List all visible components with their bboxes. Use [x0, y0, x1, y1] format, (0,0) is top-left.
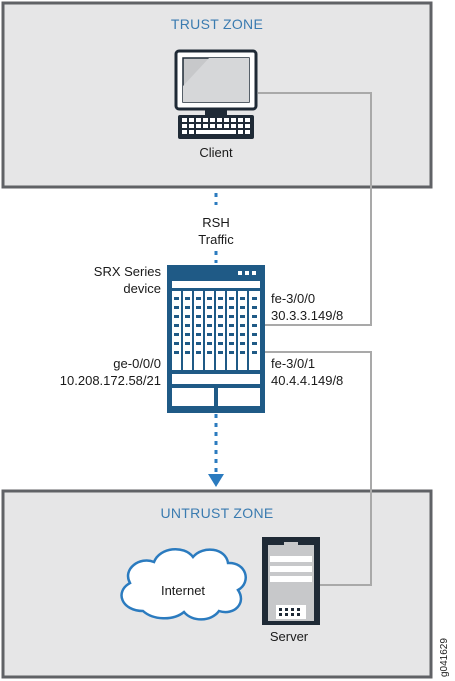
srx-fan-tray — [172, 374, 260, 384]
server-drive-bay-1 — [270, 556, 312, 562]
monitor-neck — [205, 109, 227, 115]
fe-3-0-0-name: fe-3/0/0 — [271, 291, 315, 306]
srx-led-3 — [252, 271, 256, 275]
server-vent — [276, 605, 306, 619]
internet-cloud-icon: Internet — [120, 548, 247, 621]
srx-top-bar — [172, 281, 260, 288]
client-computer-icon: Client — [174, 49, 258, 160]
cloud-shape — [120, 548, 247, 621]
fe-3-0-0-ip: 30.3.3.149/8 — [271, 308, 343, 323]
srx-device-icon — [167, 265, 265, 413]
ge-0-0-0-ip: 10.208.172.58/21 — [60, 373, 161, 388]
srx-psu-right — [218, 388, 260, 406]
server-top-slot — [284, 542, 298, 545]
server-vent-grille — [279, 608, 300, 616]
srx-ports — [174, 297, 257, 354]
traffic-arrowhead-icon — [208, 474, 224, 487]
internet-label: Internet — [161, 583, 205, 598]
ge-0-0-0-name: ge-0/0/0 — [113, 356, 161, 371]
network-links — [258, 92, 372, 586]
srx-line-cards — [172, 291, 260, 370]
srx-led-1 — [238, 271, 242, 275]
fe-3-0-1-ip: 40.4.4.149/8 — [271, 373, 343, 388]
keyboard-keys — [182, 118, 250, 134]
figure-id: g041629 — [439, 638, 450, 677]
fe-3-0-1-name: fe-3/0/1 — [271, 356, 315, 371]
traffic-flow — [208, 193, 224, 487]
link-server-fe-3-0-1 — [265, 351, 372, 586]
srx-label-line2: device — [123, 281, 161, 296]
untrust-zone-label: UNTRUST ZONE — [160, 505, 273, 521]
srx-psu-left — [172, 388, 214, 406]
server-drive-bay-3 — [270, 576, 312, 582]
server-drive-bay-2 — [270, 566, 312, 572]
trust-zone-label: TRUST ZONE — [171, 16, 263, 32]
link-client-fe-3-0-0 — [258, 92, 372, 326]
srx-led-2 — [245, 271, 249, 275]
traffic-label-line2: Traffic — [198, 232, 234, 247]
traffic-label-line1: RSH — [202, 215, 229, 230]
monitor-screen-shine — [183, 58, 249, 102]
server-icon: Server — [262, 537, 320, 644]
srx-label-line1: SRX Series — [94, 264, 162, 279]
server-label: Server — [270, 629, 309, 644]
client-label: Client — [199, 145, 233, 160]
